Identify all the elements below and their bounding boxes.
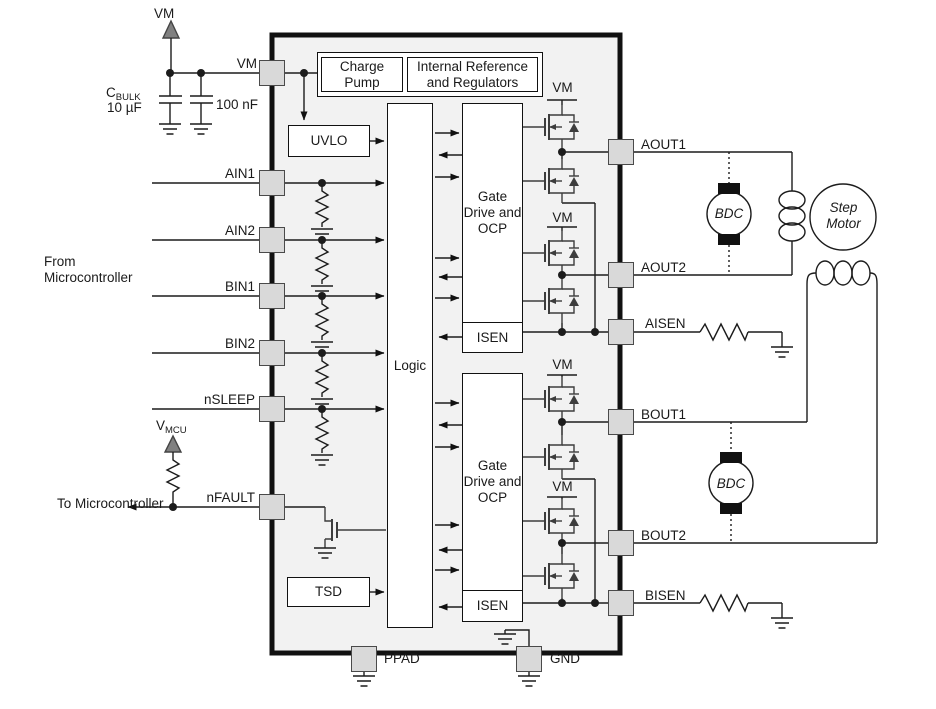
ground-icon — [770, 617, 794, 629]
vmcu-label-main: V — [156, 418, 166, 433]
block-tsd-label: TSD — [315, 584, 342, 599]
block-gate-drive-b-label: Gate Drive and OCP — [463, 458, 522, 505]
to-microcontroller-label: To Microcontroller — [57, 496, 164, 511]
sense-resistors — [699, 323, 794, 629]
block-internal-reference-label: Internal Reference and Regulators — [416, 58, 529, 90]
vm-supply-label: VM — [154, 6, 175, 21]
step-motor-label: Step Motor — [826, 200, 861, 231]
pin-label-ain1: AIN1 — [224, 166, 255, 181]
vm-rail-label-b1: VM — [552, 357, 573, 372]
pin-aout1 — [608, 139, 634, 165]
bdc-a-label: BDC — [714, 206, 744, 221]
block-uvlo-label: UVLO — [310, 133, 348, 148]
logic-gatedrive-arrows — [370, 129, 462, 611]
bisen-resistor — [699, 594, 749, 612]
aisen-resistor — [699, 323, 749, 341]
cbulk-label: CBULK — [106, 85, 141, 105]
vmcu-label-sub: MCU — [165, 425, 187, 436]
block-gate-drive-a: Gate Drive and OCP — [462, 103, 523, 323]
bdc-b-brush — [720, 503, 742, 514]
ground-icon — [158, 123, 182, 135]
block-gate-drive-b: Gate Drive and OCP — [462, 373, 523, 591]
winding-b-legs — [806, 284, 878, 543]
pin-bout1 — [608, 409, 634, 435]
bdc-a-brush — [718, 234, 740, 245]
ground-icon — [517, 675, 541, 687]
block-isen-b: ISEN — [462, 590, 523, 622]
pin-aisen — [608, 319, 634, 345]
pin-gnd — [516, 646, 542, 672]
pin-ain1 — [259, 170, 285, 196]
motor-loads — [706, 152, 878, 543]
block-tsd: TSD — [287, 577, 370, 607]
block-internal-reference: Internal Reference and Regulators — [407, 57, 538, 92]
vm-rail-label-b2: VM — [552, 479, 573, 494]
pin-label-bisen: BISEN — [645, 588, 686, 603]
pin-label-bin2: BIN2 — [224, 336, 255, 351]
pin-label-bin1: BIN1 — [224, 279, 255, 294]
bdc-a-brush — [718, 183, 740, 194]
ground-icon — [770, 346, 794, 358]
pin-label-bout1: BOUT1 — [641, 407, 687, 422]
vm-rail-a2 — [547, 226, 577, 231]
bypass-cap-value: 100 nF — [216, 97, 259, 112]
vmcu-supply-arrow-icon — [163, 434, 183, 453]
open-drain-mosfet — [324, 507, 386, 548]
pin-label-ain2: AIN2 — [224, 223, 255, 238]
nfault-network — [127, 434, 386, 559]
block-isen-a: ISEN — [462, 322, 523, 353]
pin-vm — [259, 60, 285, 86]
vm-rail-label-a2: VM — [552, 210, 573, 225]
cbulk-label-sub: BULK — [115, 92, 141, 103]
pin-nsleep — [259, 396, 285, 422]
bottom-grounds — [352, 629, 541, 687]
vm-rail-a1 — [547, 99, 577, 105]
vm-rail-b1 — [547, 374, 577, 377]
block-isen-a-label: ISEN — [476, 329, 509, 345]
half-bridge-a — [522, 99, 792, 336]
pin-ppad — [351, 646, 377, 672]
block-isen-b-label: ISEN — [476, 598, 509, 613]
cbulk-value: 10 µF — [107, 100, 142, 115]
ground-icon — [189, 123, 213, 135]
pin-label-vm: VM — [236, 56, 257, 71]
pin-bin1 — [259, 283, 285, 309]
vm-supply-network — [158, 19, 317, 135]
pin-nfault — [259, 494, 285, 520]
vm-supply-arrow-icon — [161, 19, 181, 39]
block-charge-pump: Charge Pump — [321, 57, 403, 92]
vm-rail-label-a1: VM — [552, 80, 573, 95]
block-charge-pump-label: Charge Pump — [339, 58, 385, 90]
pin-label-ppad: PPAD — [384, 651, 420, 666]
pin-label-nfault: nFAULT — [206, 490, 255, 505]
pin-label-gnd: GND — [550, 651, 580, 666]
vmcu-label: VMCU — [156, 418, 187, 438]
bypass-capacitor — [190, 73, 213, 124]
cbulk-capacitor — [159, 73, 182, 124]
pin-aout2 — [608, 262, 634, 288]
pin-label-aout1: AOUT1 — [641, 137, 687, 152]
bdc-b-label: BDC — [716, 476, 746, 491]
winding-b-shoulders — [806, 272, 878, 285]
vm-rail-b2 — [547, 496, 577, 499]
pin-bin2 — [259, 340, 285, 366]
block-logic: Logic — [387, 103, 433, 628]
pin-label-nsleep: nSLEEP — [203, 392, 255, 407]
pin-ain2 — [259, 227, 285, 253]
pin-label-aout2: AOUT2 — [641, 260, 687, 275]
ground-icon — [352, 675, 376, 687]
block-gate-drive-a-label: Gate Drive and OCP — [463, 189, 522, 236]
pin-bisen — [608, 590, 634, 616]
pin-bout2 — [608, 530, 634, 556]
step-motor-circle — [809, 183, 877, 251]
cbulk-label-main: C — [106, 85, 116, 100]
pin-label-bout2: BOUT2 — [641, 528, 687, 543]
block-uvlo: UVLO — [288, 125, 370, 157]
pin-label-aisen: AISEN — [645, 316, 686, 331]
block-logic-label: Logic — [393, 357, 427, 373]
bdc-b-brush — [720, 452, 742, 463]
from-microcontroller-label: From Microcontroller — [44, 254, 133, 285]
